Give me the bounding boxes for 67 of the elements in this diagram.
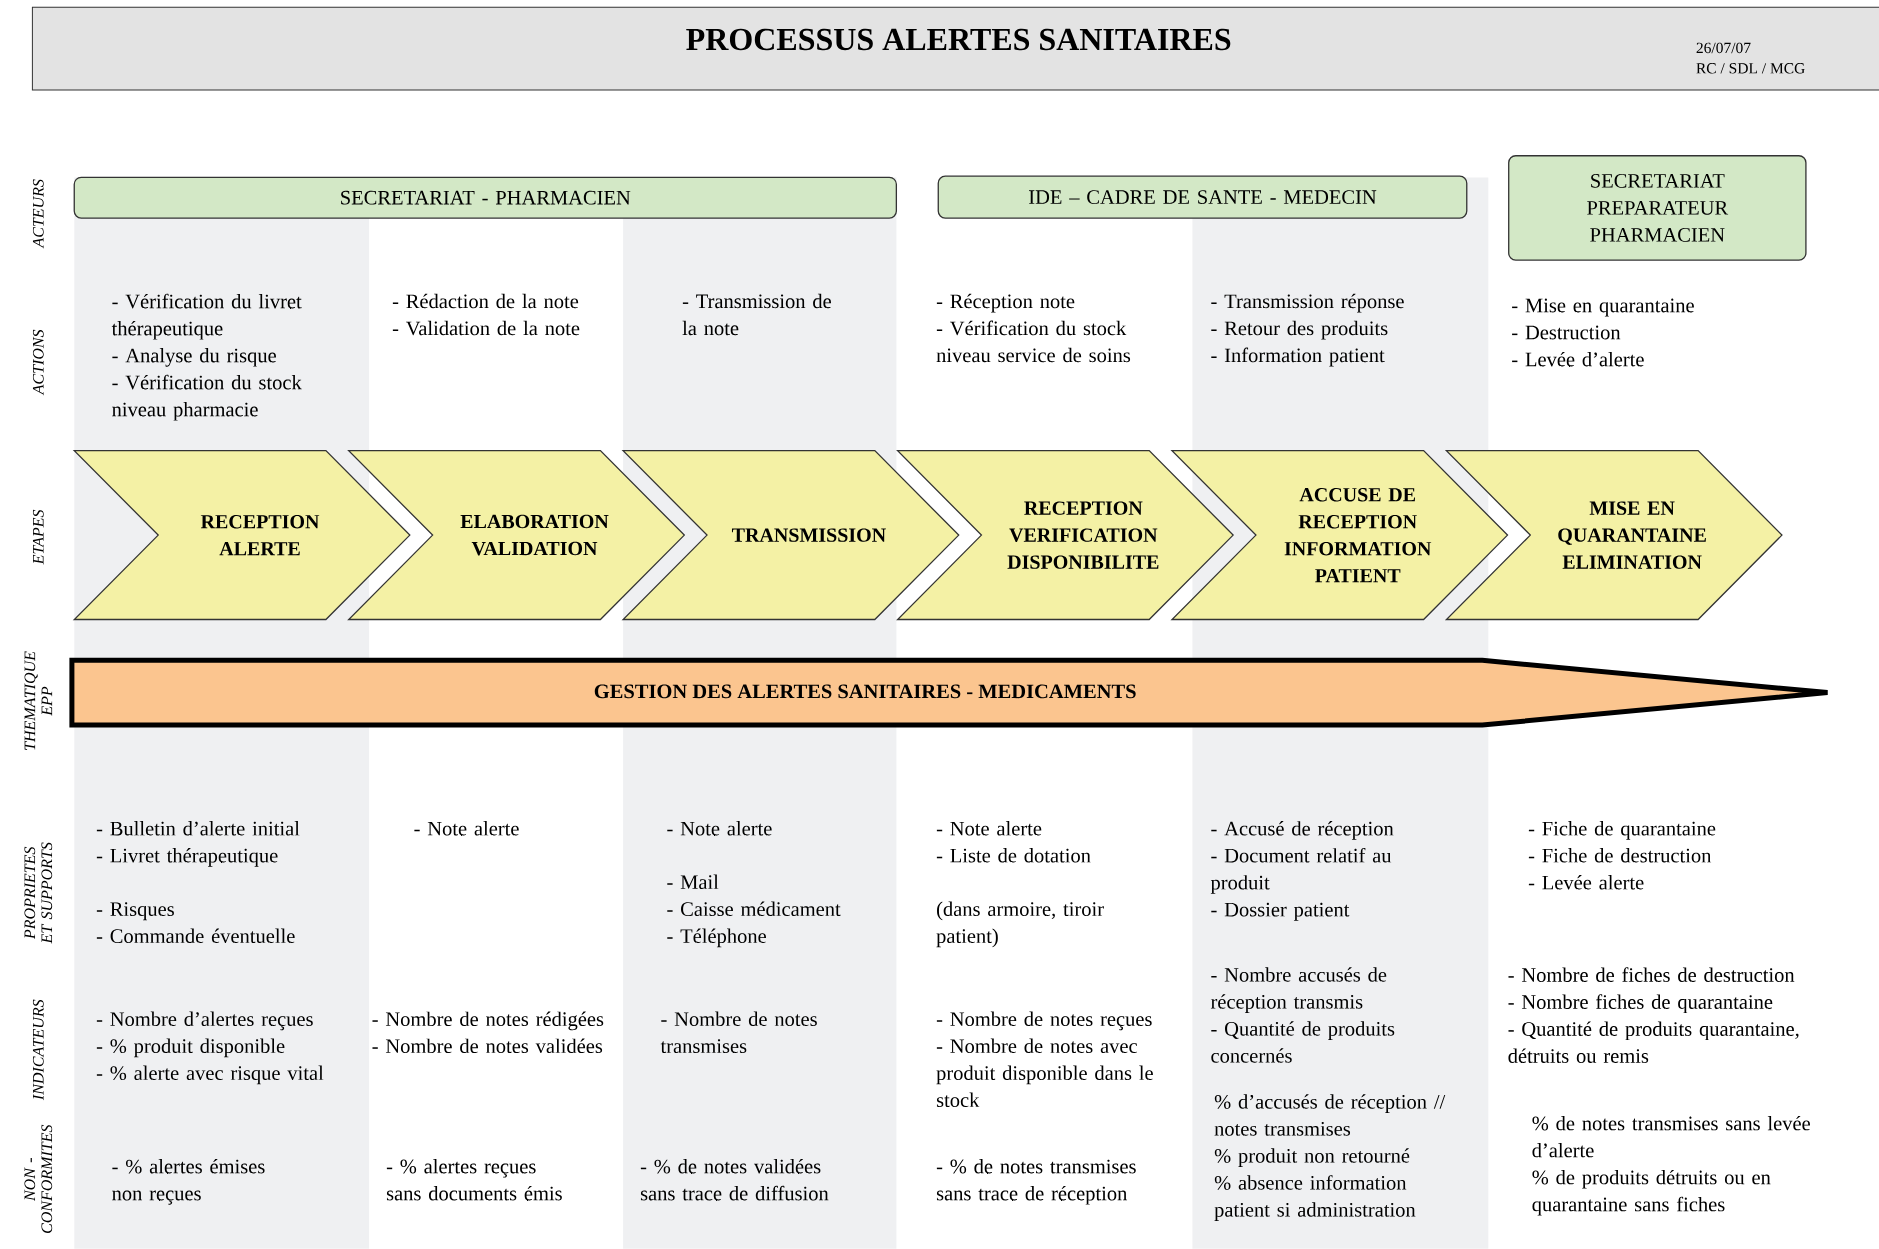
list-item: - Mise en quarantaine bbox=[1512, 298, 1694, 317]
list-item: - Analyse du risque bbox=[112, 348, 276, 367]
list-item: - Validation de la note bbox=[392, 320, 580, 336]
actor-box: SECRETARIAT PREPARATEUR PHARMACIEN bbox=[1508, 155, 1807, 261]
list-item: - Vérification du stock niveau service de soins bbox=[936, 320, 1131, 363]
list-item: - Destruction bbox=[1512, 325, 1621, 340]
list-item: - Accusé de réception bbox=[1211, 821, 1394, 840]
list-item: - Transmission de la note bbox=[682, 293, 831, 336]
list-item: - Levée alerte bbox=[1528, 875, 1644, 890]
date-text: 26/07/07 bbox=[1696, 42, 1751, 54]
list-item: - % alertes reçues sans documents émis bbox=[386, 1159, 562, 1201]
row-label: ACTEURS bbox=[32, 179, 44, 249]
list-item: - Réception note bbox=[936, 293, 1075, 313]
list-item: - Livret thérapeutique bbox=[96, 848, 278, 867]
row-label: ETAPES bbox=[32, 509, 44, 565]
list-item: - Nombre accusés de réception transmis bbox=[1210, 967, 1387, 1013]
list-item: (dans armoire, tiroir patient) bbox=[936, 901, 1104, 948]
list-item: - Vérification du livret thérapeutique bbox=[111, 293, 302, 340]
list-item: - Retour des produits bbox=[1211, 320, 1388, 340]
list-item: - Note alerte bbox=[414, 821, 519, 836]
list-item: - % de notes transmises sans trace de réception bbox=[936, 1159, 1136, 1205]
list-item: % produit non retourné bbox=[1214, 1148, 1410, 1167]
list-item: - Nombre de fiches de destruction bbox=[1508, 967, 1795, 982]
list-item: % de produits détruits ou en quarantaine sans fiches bbox=[1532, 1169, 1771, 1216]
list-item: - % produit disponible bbox=[96, 1038, 285, 1058]
list-item: - Nombre de notes reçues bbox=[936, 1011, 1152, 1031]
list-item: - Téléphone bbox=[667, 928, 766, 948]
list-item: - Transmission réponse bbox=[1211, 293, 1404, 313]
actor-box: IDE – CADRE DE SANTE - MEDECIN bbox=[937, 175, 1468, 219]
list-item: - Risques bbox=[96, 902, 174, 921]
actor-box: SECRETARIAT - PHARMACIEN bbox=[73, 176, 897, 219]
list-item: - Nombre de notes validées bbox=[372, 1038, 603, 1054]
list-item: - Nombre d’alertes reçues bbox=[96, 1011, 313, 1031]
list-item: - % alerte avec risque vital bbox=[96, 1065, 324, 1085]
list-item: - Note alerte bbox=[667, 821, 772, 836]
list-item: - Liste de dotation bbox=[936, 848, 1091, 863]
list-item: - % de notes validées sans trace de diffusion bbox=[640, 1159, 829, 1201]
list-item: % d’accusés de réception // notes transmises bbox=[1214, 1094, 1446, 1136]
list-item: - Rédaction de la note bbox=[392, 293, 579, 309]
list-item: - Commande éventuelle bbox=[96, 928, 295, 944]
list-item: - Levée d’alerte bbox=[1512, 351, 1644, 367]
list-item: - Dossier patient bbox=[1211, 902, 1350, 921]
list-item: - Fiche de destruction bbox=[1528, 848, 1712, 863]
list-item: - Mail bbox=[667, 874, 719, 890]
list-item: - Nombre fiches de quarantaine bbox=[1508, 994, 1773, 1014]
list-item: - Bulletin d’alerte initial bbox=[96, 821, 300, 836]
row-label: PROPRIETES ET SUPPORTS bbox=[24, 842, 53, 944]
list-item: - Quantité de produits concernés bbox=[1211, 1021, 1395, 1063]
list-item: % de notes transmises sans levée d’alerte bbox=[1532, 1115, 1810, 1158]
list-item: - Information patient bbox=[1211, 347, 1385, 367]
list-item: - Nombre de notes rédigées bbox=[372, 1011, 604, 1031]
list-item: - % alertes émises non reçues bbox=[112, 1159, 265, 1205]
row-label: ACTIONS bbox=[32, 329, 44, 396]
list-item: - Quantité de produits quarantaine, détruits ou remis bbox=[1508, 1021, 1799, 1063]
list-item: - Caisse médicament bbox=[667, 901, 841, 917]
list-item: - Vérification du stock niveau pharmacie bbox=[112, 374, 302, 421]
list-item: - Document relatif au produit bbox=[1210, 847, 1392, 894]
list-item: - Note alerte bbox=[936, 821, 1042, 836]
date-text: RC / SDL / MCG bbox=[1696, 63, 1805, 74]
list-item: - Fiche de quarantaine bbox=[1528, 821, 1716, 840]
arrow-band: GESTION DES ALERTES SANITAIRES - MEDICAMENTS bbox=[69, 657, 1830, 728]
list-item: % absence information patient si administration bbox=[1214, 1175, 1416, 1221]
row-label: NON - CONFORMITES bbox=[24, 1124, 53, 1233]
list-item: - Nombre de notes transmises bbox=[660, 1011, 817, 1054]
list-item: - Nombre de notes avec produit disponible dans le stock bbox=[936, 1038, 1153, 1108]
row-label: THEMATIQUE EPP bbox=[24, 651, 53, 750]
row-label: INDICATEURS bbox=[32, 999, 44, 1101]
